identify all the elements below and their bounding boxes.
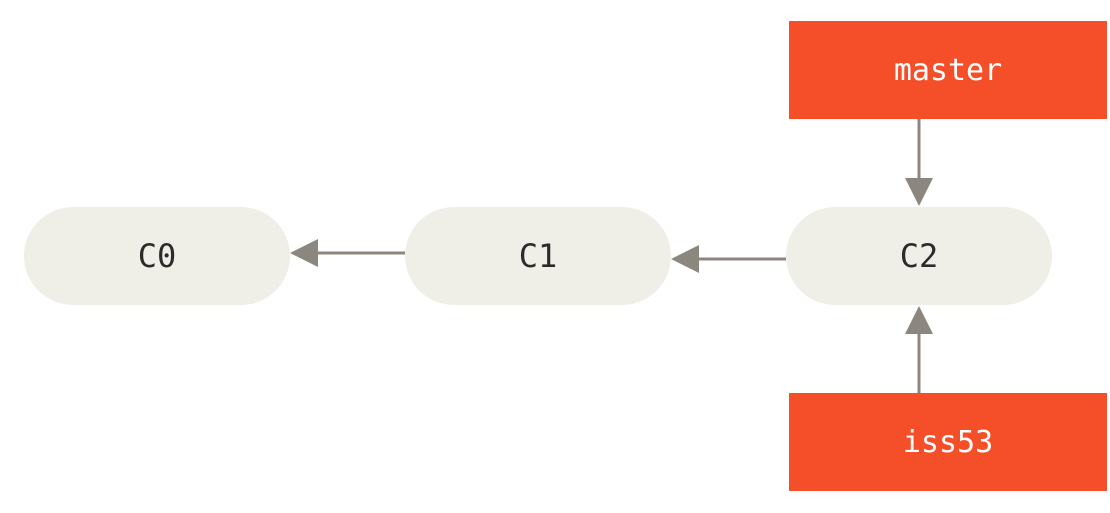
arrow-master-to-c2 bbox=[905, 119, 933, 206]
arrow-c1-to-c0 bbox=[290, 239, 405, 267]
arrow-c2-to-c1 bbox=[671, 245, 786, 273]
arrow-iss53-to-c2 bbox=[905, 306, 933, 393]
branch-label: master bbox=[893, 52, 1003, 88]
branch-master: master bbox=[789, 21, 1107, 119]
branch-iss53: iss53 bbox=[789, 393, 1107, 491]
commit-c2: C2 bbox=[786, 207, 1052, 305]
branch-label: iss53 bbox=[902, 424, 994, 460]
commit-label: C2 bbox=[899, 237, 939, 275]
commit-label: C0 bbox=[137, 237, 177, 275]
commit-c0: C0 bbox=[24, 207, 290, 305]
commit-label: C1 bbox=[518, 237, 558, 275]
commit-c1: C1 bbox=[405, 207, 671, 305]
